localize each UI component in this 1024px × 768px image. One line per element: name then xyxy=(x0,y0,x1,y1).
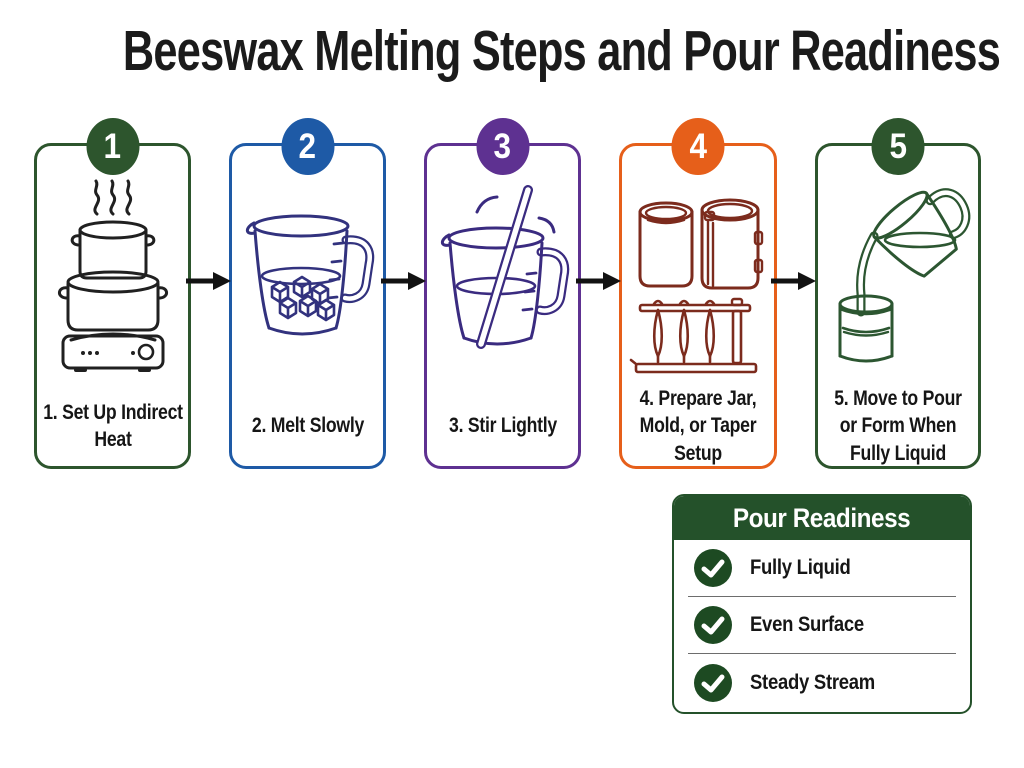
step-label: 3. Stir Lightly xyxy=(448,414,557,438)
flow-arrow-3 xyxy=(576,270,622,292)
flow-arrow-1 xyxy=(186,270,232,292)
step-label: 5. Move to Pour or Form When Fully Liqui… xyxy=(834,387,962,465)
step-card-2: 2 xyxy=(229,118,386,469)
stirring-pitcher-icon xyxy=(427,178,578,383)
check-icon xyxy=(694,663,732,702)
step-card-5: 5 xyxy=(815,118,981,469)
flow-arrow-2 xyxy=(381,270,427,292)
step-label: 2. Melt Slowly xyxy=(251,414,364,438)
step-card-1: 1 xyxy=(34,118,191,469)
page-title: Beeswax Melting Steps and Pour Readiness xyxy=(122,19,1001,83)
double-boiler-icon xyxy=(37,178,188,383)
step-number-badge: 3 xyxy=(476,118,529,175)
step-number-badge: 5 xyxy=(871,118,925,175)
panel-body: Fully Liquid Even Surface Steady Stream xyxy=(674,540,970,711)
panel-title: Pour Readiness xyxy=(733,502,911,533)
check-icon xyxy=(694,549,732,587)
step-label: 1. Set Up Indirect Heat xyxy=(42,400,183,451)
step-card-4: 4 xyxy=(619,118,777,469)
checklist-item: Even Surface xyxy=(688,597,956,654)
jar-mold-taper-icon xyxy=(622,178,774,383)
pouring-pitcher-icon xyxy=(818,178,978,383)
pour-readiness-panel: Pour Readiness Fully Liquid Even Surface… xyxy=(672,494,972,714)
step-number-badge: 4 xyxy=(671,118,725,175)
melting-pitcher-icon xyxy=(232,178,383,383)
checklist-item-label: Fully Liquid xyxy=(750,556,851,579)
step-card-3: 3 xyxy=(424,118,581,469)
panel-header: Pour Readiness xyxy=(674,496,970,540)
step-number-badge: 1 xyxy=(86,118,139,175)
step-label: 4. Prepare Jar, Mold, or Taper Setup xyxy=(639,387,757,465)
checklist-item-label: Steady Stream xyxy=(750,670,875,694)
flow-arrow-4 xyxy=(771,270,817,292)
step-number-badge: 2 xyxy=(281,118,334,175)
check-icon xyxy=(694,606,732,644)
checklist-item: Steady Stream xyxy=(688,654,956,711)
checklist-item: Fully Liquid xyxy=(688,540,956,597)
checklist-item-label: Even Surface xyxy=(750,613,864,636)
